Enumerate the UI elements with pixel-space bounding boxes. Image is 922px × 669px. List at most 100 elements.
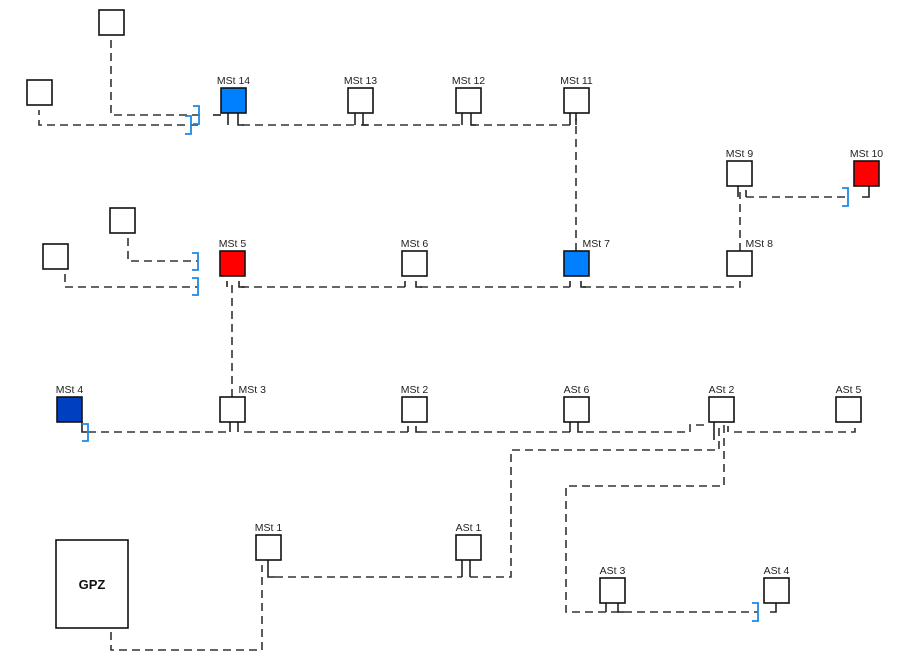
cable-link (110, 40, 200, 116)
station-label: MSt 6 (401, 238, 429, 250)
station-box[interactable] (726, 250, 753, 277)
station-node-ext_b[interactable] (26, 79, 53, 106)
station-node-ext_c[interactable] (109, 207, 136, 234)
connection-stub (81, 422, 88, 433)
station-node-mst13[interactable]: MSt 13 (344, 75, 377, 114)
cable-link (565, 425, 758, 613)
station-node-ast6[interactable]: ASt 6 (563, 384, 590, 423)
connection-stub (237, 113, 244, 126)
cable-link (583, 424, 704, 433)
station-box[interactable] (56, 396, 83, 423)
station-label: ASt 4 (764, 565, 790, 577)
station-node-mst1[interactable]: MSt 1 (255, 522, 283, 561)
station-node-ext_d[interactable] (42, 243, 69, 270)
station-box[interactable] (26, 79, 53, 106)
connection-stub (770, 603, 777, 613)
station-node-mst5[interactable]: MSt 5 (219, 238, 247, 277)
station-label: GPZ (79, 577, 106, 592)
station-node-ext_a[interactable] (98, 9, 125, 36)
cable-link (110, 565, 263, 651)
connection-stub (580, 281, 586, 288)
station-box[interactable] (219, 396, 246, 423)
connection-stub (415, 281, 422, 288)
station-box[interactable] (835, 396, 862, 423)
station-box[interactable] (455, 87, 482, 114)
station-box[interactable] (219, 250, 246, 277)
station-node-ast4[interactable]: ASt 4 (763, 565, 790, 604)
station-box[interactable] (853, 160, 880, 187)
station-label: MSt 9 (726, 148, 754, 160)
open-point-bracket-icon (192, 252, 199, 271)
station-box[interactable] (347, 87, 374, 114)
station-box[interactable] (455, 534, 482, 561)
open-point-bracket-icon (842, 187, 849, 207)
station-box[interactable] (563, 87, 590, 114)
station-node-mst8[interactable]: MSt 8 (726, 238, 774, 277)
station-label: ASt 1 (456, 522, 482, 534)
cable-link (734, 425, 856, 433)
station-node-mst9[interactable]: MSt 9 (726, 148, 754, 187)
station-node-mst3[interactable]: MSt 3 (219, 384, 267, 423)
station-node-mst10[interactable]: MSt 10 (850, 148, 883, 187)
station-box[interactable] (98, 9, 125, 36)
station-label: MSt 1 (255, 522, 283, 534)
station-box[interactable] (109, 207, 136, 234)
station-node-ast2[interactable]: ASt 2 (708, 384, 735, 423)
connection-stub (415, 426, 422, 433)
open-point-bracket-icon (82, 423, 89, 442)
nodes-layer: GPZ MSt 1 MSt 2 MSt 3 MSt 4 MSt 5 MSt 6 MSt 7 MS… (26, 9, 883, 629)
station-box[interactable] (708, 396, 735, 423)
station-box[interactable] (42, 243, 69, 270)
station-box[interactable] (563, 250, 590, 277)
station-label: MSt 13 (344, 75, 377, 87)
station-box[interactable] (599, 577, 626, 604)
connection-stub (577, 422, 583, 433)
station-box[interactable] (563, 396, 590, 423)
station-node-mst6[interactable]: MSt 6 (401, 238, 429, 277)
station-node-mst11[interactable]: MSt 11 (560, 75, 593, 114)
connection-stub (267, 560, 275, 578)
station-box[interactable] (763, 577, 790, 604)
station-box[interactable] (255, 534, 282, 561)
station-label: ASt 2 (709, 384, 735, 396)
station-box[interactable] (401, 396, 428, 423)
station-node-mst2[interactable]: MSt 2 (401, 384, 429, 423)
station-label: MSt 4 (56, 384, 84, 396)
station-box[interactable] (55, 539, 129, 629)
station-label: MSt 11 (560, 75, 593, 87)
station-box[interactable] (726, 160, 753, 187)
open-points-layer (82, 105, 849, 622)
station-node-ast3[interactable]: ASt 3 (599, 565, 626, 604)
station-node-ast1[interactable]: ASt 1 (455, 522, 482, 561)
connection-stub (362, 113, 368, 126)
station-label: ASt 5 (836, 384, 862, 396)
station-label: MSt 7 (583, 238, 611, 250)
station-node-mst12[interactable]: MSt 12 (452, 75, 485, 114)
connection-stub (617, 603, 624, 613)
open-point-bracket-icon (752, 602, 759, 622)
stubs-layer (81, 113, 870, 613)
station-box[interactable] (220, 87, 247, 114)
station-node-mst7[interactable]: MSt 7 (563, 238, 611, 277)
station-node-mst14[interactable]: MSt 14 (217, 75, 250, 114)
open-point-bracket-icon (185, 115, 192, 135)
connection-stub (470, 113, 476, 126)
station-label: MSt 5 (219, 238, 247, 250)
open-point-bracket-icon (192, 277, 199, 296)
cable-link (470, 425, 720, 578)
cable-link (583, 281, 741, 288)
links-layer (38, 40, 856, 651)
station-node-mst4[interactable]: MSt 4 (56, 384, 84, 423)
station-node-ast5[interactable]: ASt 5 (835, 384, 862, 423)
station-box[interactable] (401, 250, 428, 277)
cable-link (38, 110, 198, 126)
station-label: MSt 2 (401, 384, 429, 396)
station-label: MSt 8 (746, 238, 774, 250)
station-label: MSt 10 (850, 148, 883, 160)
station-label: MSt 14 (217, 75, 250, 87)
station-label: MSt 3 (239, 384, 267, 396)
connection-stub (238, 281, 245, 288)
station-label: ASt 6 (564, 384, 590, 396)
station-node-gpz[interactable]: GPZ (55, 539, 129, 629)
connection-stub (862, 186, 870, 198)
